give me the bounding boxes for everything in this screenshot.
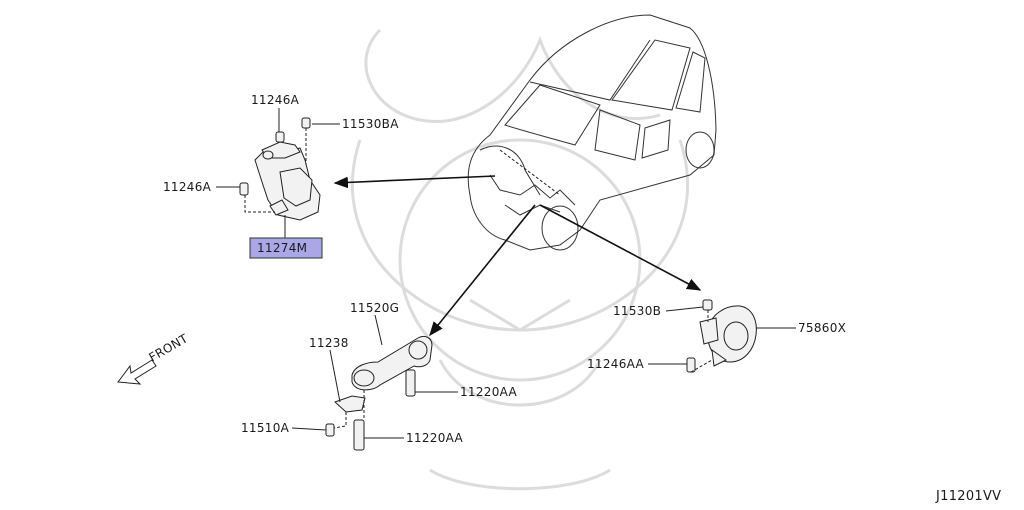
part-11274m-highlight[interactable] xyxy=(249,237,323,259)
label-11274m[interactable]: 11274M xyxy=(257,241,307,255)
label-11510a[interactable]: 11510A xyxy=(241,421,290,435)
arrow-to-upper-mount xyxy=(333,175,496,189)
label-11246a-top[interactable]: 11246A xyxy=(251,93,300,107)
label-11520g[interactable]: 11520G xyxy=(350,301,399,315)
arrow-to-torque-rod xyxy=(429,204,536,337)
label-75860x[interactable]: 75860X xyxy=(798,321,846,335)
front-arrow-icon xyxy=(117,359,157,385)
dynamic-damper-assembly xyxy=(686,299,757,373)
leader-lines xyxy=(216,108,796,439)
front-label: FRONT xyxy=(147,331,191,365)
watermark-emblem xyxy=(351,28,689,491)
engine-mount-assembly xyxy=(239,117,321,221)
label-11246aa[interactable]: 11246AA xyxy=(587,357,645,371)
label-11238[interactable]: 11238 xyxy=(309,336,349,350)
diagram-code: J11201VV xyxy=(935,489,1001,504)
torque-rod-assembly xyxy=(325,335,433,451)
label-11530ba[interactable]: 11530BA xyxy=(342,117,399,131)
arrow-to-damper xyxy=(539,204,702,291)
front-direction-indicator: FRONT xyxy=(117,331,191,385)
label-11220aa-upper[interactable]: 11220AA xyxy=(460,385,518,399)
label-11246a-left[interactable]: 11246A xyxy=(163,180,212,194)
label-11220aa-lower[interactable]: 11220AA xyxy=(406,431,464,445)
label-11530b[interactable]: 11530B xyxy=(613,304,661,318)
vehicle-outline xyxy=(467,14,717,251)
